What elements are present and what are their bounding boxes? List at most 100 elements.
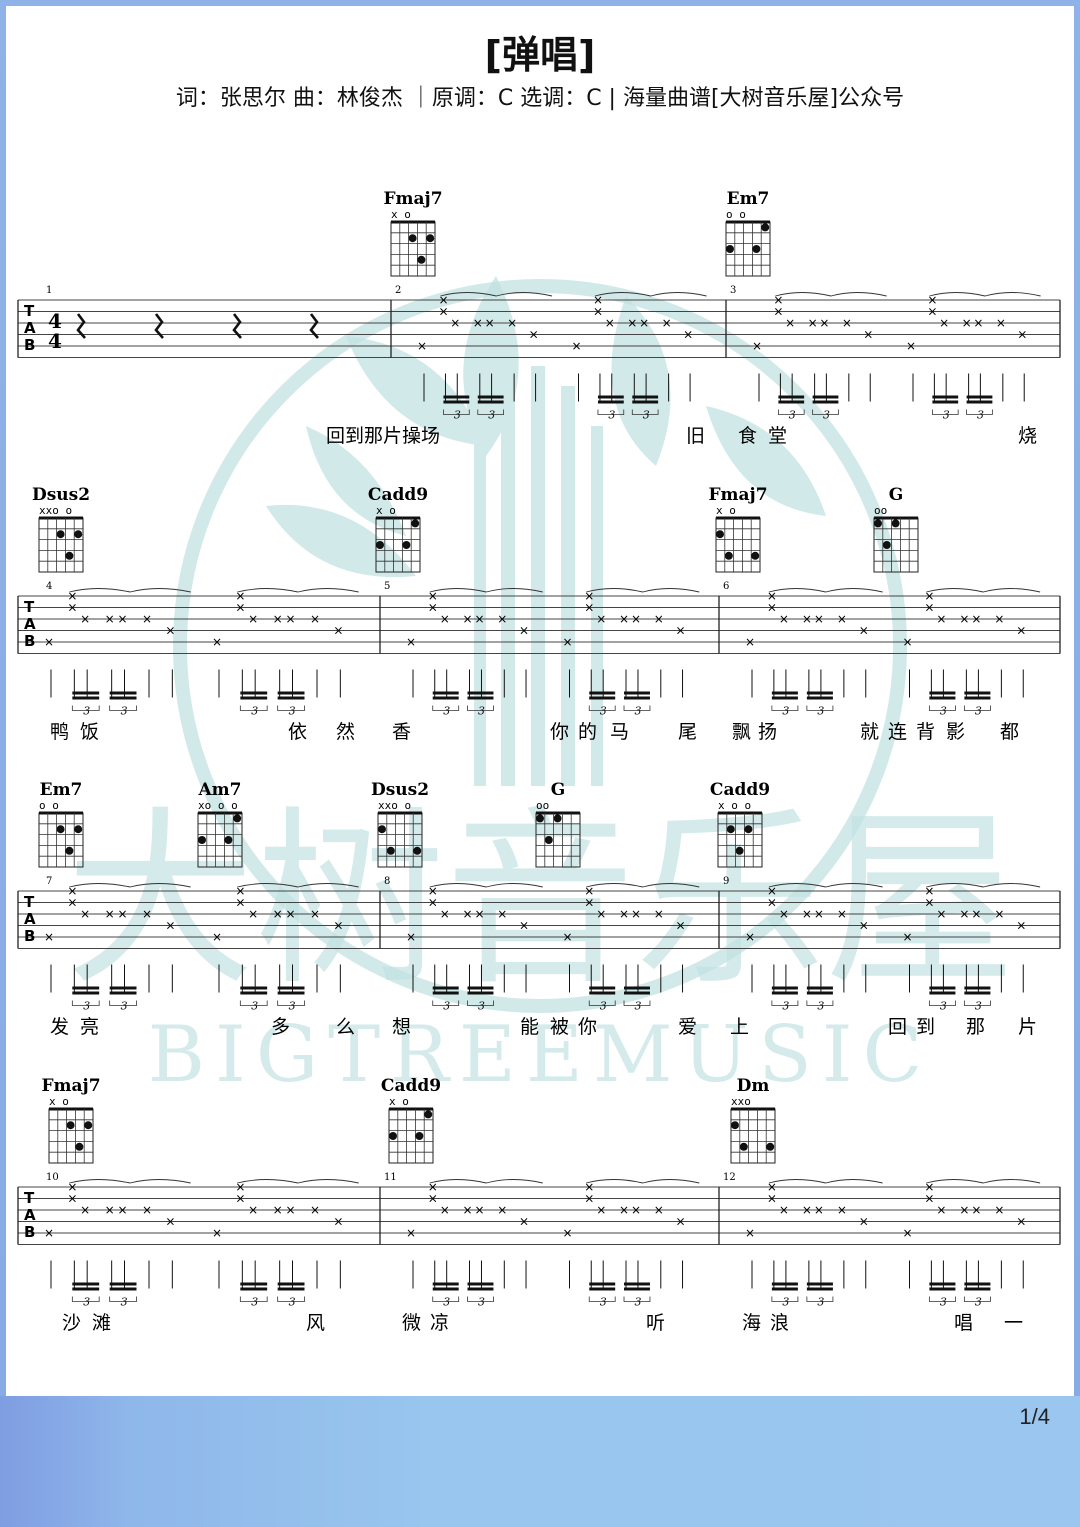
triplet-bracket: 3 bbox=[963, 1296, 991, 1309]
triplet-bracket: 3 bbox=[771, 705, 799, 718]
lyric: 能 bbox=[520, 1016, 539, 1038]
triplet-label: 3 bbox=[251, 705, 258, 718]
strum-mark: × bbox=[662, 316, 672, 330]
tie bbox=[429, 588, 543, 593]
triplet-label: 3 bbox=[600, 705, 607, 718]
beam bbox=[467, 691, 494, 695]
tab-clef-letter: T bbox=[24, 893, 35, 911]
strum-mark: × bbox=[906, 339, 916, 353]
tie bbox=[429, 883, 543, 888]
tie bbox=[69, 1179, 191, 1184]
chord-open-mute-marks: oo bbox=[874, 504, 887, 517]
lyric: 滩 bbox=[92, 1312, 111, 1334]
measure-number: 1 bbox=[46, 285, 52, 296]
measure-number: 10 bbox=[46, 1172, 59, 1183]
beam bbox=[778, 395, 805, 399]
triplet-label: 3 bbox=[608, 409, 615, 422]
strum-mark: × bbox=[593, 305, 603, 319]
beam bbox=[467, 1287, 494, 1291]
triplet-label: 3 bbox=[940, 705, 947, 718]
triplet-label: 3 bbox=[643, 409, 650, 422]
triplet-label: 3 bbox=[600, 1296, 607, 1309]
strum-mark: × bbox=[837, 1203, 847, 1217]
strum-mark: × bbox=[473, 316, 483, 330]
strum-mark: × bbox=[859, 919, 869, 933]
strum-mark: × bbox=[924, 896, 934, 910]
lyric: 到 bbox=[916, 1016, 935, 1038]
chord-name: Dm bbox=[737, 1076, 770, 1096]
chord-diagram-g: Goo bbox=[873, 485, 919, 573]
strum-mark: × bbox=[105, 1203, 115, 1217]
triplet-bracket: 3 bbox=[588, 1000, 616, 1013]
beam bbox=[778, 400, 805, 404]
beam bbox=[806, 1287, 833, 1291]
triplet-label: 3 bbox=[975, 1296, 982, 1309]
tie bbox=[237, 588, 359, 593]
strum-mark: × bbox=[631, 1203, 641, 1217]
measure-number: 8 bbox=[384, 876, 390, 887]
strum-mark: × bbox=[584, 884, 594, 898]
lyric: 你 bbox=[578, 1016, 597, 1038]
tie bbox=[69, 588, 191, 593]
strum-mark: × bbox=[924, 601, 934, 615]
strum-mark: × bbox=[779, 612, 789, 626]
chord-open-mute-marks: x o bbox=[716, 504, 736, 517]
tie bbox=[594, 292, 707, 297]
strum-mark: × bbox=[973, 316, 983, 330]
measure-number: 6 bbox=[723, 581, 729, 592]
strum-mark: × bbox=[463, 907, 473, 921]
triplet-bracket: 3 bbox=[432, 705, 460, 718]
strum-mark: × bbox=[779, 907, 789, 921]
finger-dot bbox=[882, 541, 891, 549]
beam bbox=[624, 991, 650, 995]
chord-open-mute-marks: xxo o bbox=[378, 799, 411, 812]
strum-mark: × bbox=[142, 907, 152, 921]
triplet-bracket: 3 bbox=[623, 1296, 651, 1309]
strum-mark: × bbox=[165, 1215, 175, 1229]
strum-mark: × bbox=[333, 919, 343, 933]
triplet-label: 3 bbox=[443, 705, 450, 718]
strum-mark: × bbox=[639, 316, 649, 330]
triplet-label: 3 bbox=[251, 1000, 258, 1013]
finger-dot bbox=[874, 519, 882, 528]
strum-mark: × bbox=[596, 612, 606, 626]
strum-mark: × bbox=[333, 1215, 343, 1229]
triplet-label: 3 bbox=[83, 1296, 90, 1309]
triplet-bracket: 3 bbox=[806, 1296, 834, 1309]
beam bbox=[240, 986, 268, 990]
beam bbox=[624, 696, 650, 700]
triplet-bracket: 3 bbox=[239, 1296, 268, 1309]
beam bbox=[109, 1282, 137, 1286]
tie bbox=[429, 1179, 543, 1184]
strum-mark: × bbox=[235, 896, 245, 910]
triplet-label: 3 bbox=[83, 705, 90, 718]
strum-mark: × bbox=[924, 1180, 934, 1194]
finger-dot bbox=[408, 234, 417, 243]
chord-name: Fmaj7 bbox=[708, 485, 767, 505]
strum-mark: × bbox=[80, 612, 90, 626]
lyrics-line: 发亮多么想能被你爱上回到那片 bbox=[50, 1016, 1037, 1038]
strum-mark: × bbox=[631, 907, 641, 921]
strum-mark: × bbox=[619, 1203, 629, 1217]
strum-mark: × bbox=[819, 316, 829, 330]
strum-mark: × bbox=[773, 293, 783, 307]
triplet-label: 3 bbox=[823, 409, 830, 422]
strum-mark: × bbox=[773, 305, 783, 319]
chord-name: Dsus2 bbox=[371, 780, 429, 800]
tab-clef-letter: A bbox=[24, 1206, 36, 1224]
beam bbox=[624, 986, 650, 990]
tie bbox=[69, 883, 191, 888]
strum-mark: × bbox=[406, 930, 416, 944]
strum-mark: × bbox=[310, 1203, 320, 1217]
triplet-label: 3 bbox=[454, 409, 461, 422]
strum-mark: × bbox=[859, 1215, 869, 1229]
chord-name: Fmaj7 bbox=[383, 189, 442, 209]
beam bbox=[929, 986, 956, 990]
tie bbox=[926, 588, 1041, 593]
triplet-bracket: 3 bbox=[443, 409, 470, 422]
